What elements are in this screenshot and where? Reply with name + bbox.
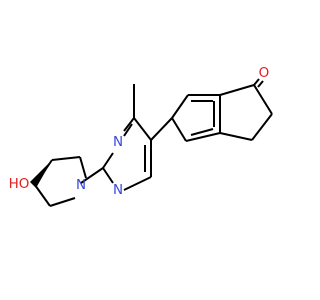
bond (171, 94, 189, 119)
bond (79, 156, 87, 179)
bond (190, 128, 214, 136)
bond (219, 84, 255, 96)
bond (150, 117, 173, 141)
bond (51, 156, 81, 161)
pyrrolidine-nitrogen-label: N (76, 177, 86, 193)
stereo-wedge-bond (30, 160, 52, 188)
bond (102, 152, 114, 169)
bond (257, 80, 264, 88)
bond (253, 78, 260, 86)
ketone-oxygen-label: O (259, 65, 270, 81)
bond (253, 84, 273, 115)
molecule-structure: O N N N HO (9, 65, 273, 207)
bond (34, 184, 51, 207)
hydroxyl-label: HO (9, 176, 30, 192)
bond (171, 117, 187, 142)
bond (80, 167, 104, 184)
bond (219, 132, 253, 141)
bond (185, 132, 221, 142)
bond (123, 117, 135, 132)
bond (123, 176, 152, 191)
pyrimidine-nitrogen-label: N (113, 134, 123, 150)
bond (133, 117, 152, 141)
bond (123, 123, 133, 137)
pyrimidine-nitrogen-label: N (113, 182, 123, 198)
bond (102, 167, 114, 184)
bond (251, 113, 273, 141)
bond (49, 197, 76, 207)
